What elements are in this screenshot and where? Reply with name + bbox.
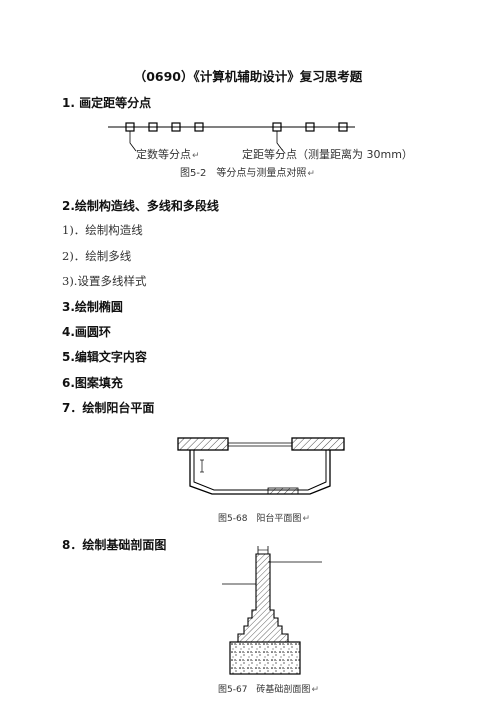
balcony-inner bbox=[193, 450, 327, 491]
subitem-1: 1)．绘制构造线 bbox=[62, 223, 143, 237]
right-leader-line bbox=[276, 131, 284, 152]
brick-wall-section bbox=[237, 553, 289, 643]
heading-5: 5.编辑文字内容 bbox=[62, 350, 147, 364]
label-fixed-distance-points: 定距等分点（测量距离为 30mm） bbox=[242, 148, 413, 161]
heading-3: 3.绘制椭圆 bbox=[62, 300, 123, 314]
right-wall bbox=[291, 437, 345, 451]
subitem-2: 2)．绘制多线 bbox=[62, 249, 132, 263]
concrete-footing bbox=[229, 641, 301, 675]
balcony-outer bbox=[189, 450, 331, 495]
left-leader-line bbox=[129, 131, 137, 152]
figure-5-2-caption: 图5-2 等分点与测量点对照↵ bbox=[180, 168, 315, 179]
balcony-drain bbox=[267, 487, 299, 495]
right-measure-points bbox=[272, 122, 348, 132]
heading-4: 4.画圆环 bbox=[62, 325, 111, 339]
subitem-3: 3).设置多线样式 bbox=[62, 274, 147, 288]
heading-6: 6.图案填充 bbox=[62, 376, 123, 390]
heading-1: 1. 画定距等分点 bbox=[62, 96, 152, 110]
heading-2: 2.绘制构造线、多线和多段线 bbox=[62, 199, 219, 213]
figure-5-67-caption: 图5-67 砖基础剖面图↵ bbox=[218, 685, 319, 695]
figure-5-67 bbox=[222, 546, 322, 675]
left-wall bbox=[177, 437, 229, 451]
document-title: （0690）《计算机辅助设计》复习思考题 bbox=[133, 69, 363, 84]
figure-5-68 bbox=[177, 437, 345, 495]
heading-8: 8．绘制基础剖面图 bbox=[62, 538, 167, 552]
figure-5-2 bbox=[108, 122, 355, 152]
heading-7: 7．绘制阳台平面 bbox=[62, 401, 155, 415]
label-fixed-count-points: 定数等分点↵ bbox=[136, 148, 200, 161]
figure-5-68-caption: 图5-68 阳台平面图↵ bbox=[218, 514, 310, 524]
